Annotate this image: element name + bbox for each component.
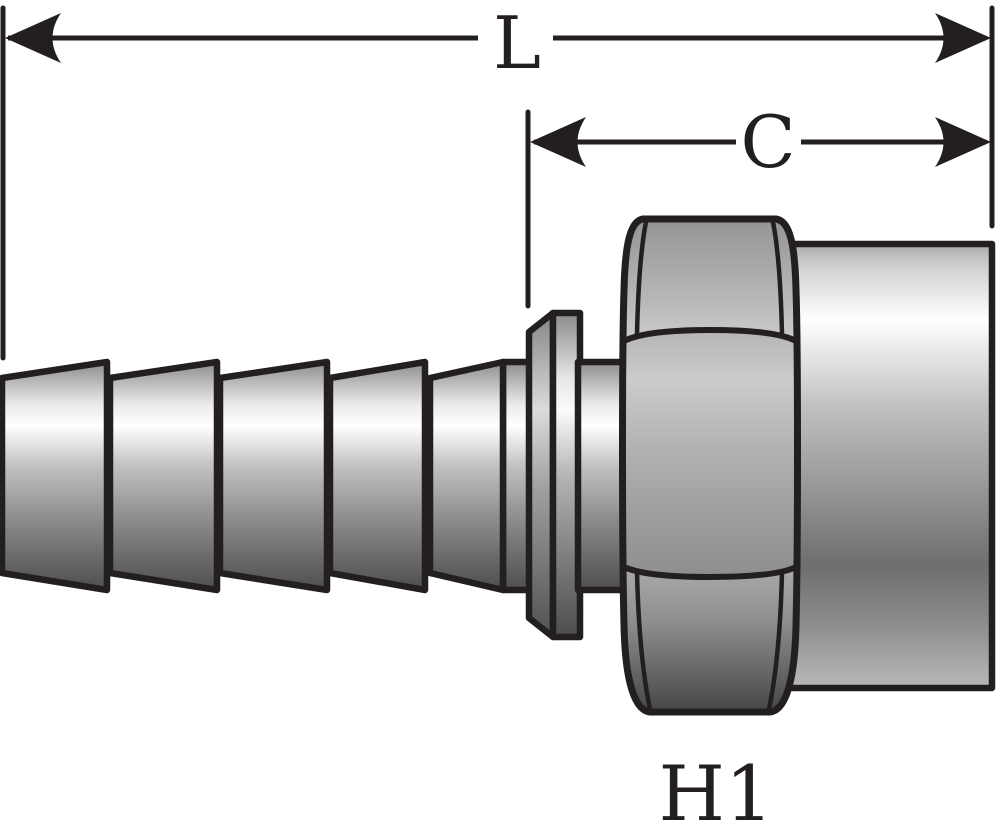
hex-corner-bottom-right (766, 569, 785, 712)
fitting-body (0, 215, 996, 716)
l-arrowhead-right (935, 13, 991, 63)
barb-5 (426, 358, 507, 594)
hex-nut-outline (619, 215, 801, 716)
c-arrowhead-left (530, 117, 586, 167)
c-arrowhead-right (935, 117, 991, 167)
l-dimension-label: L (493, 1, 541, 85)
collar-chamfer (525, 309, 557, 641)
hex-corner-top-left (634, 219, 649, 337)
h1-hex-size-label: H1 (659, 749, 774, 835)
hex-nut-top-facet (623, 219, 797, 342)
barb-2 (106, 358, 221, 594)
barb-4 (326, 358, 429, 594)
barb-3 (216, 358, 331, 594)
c-dimension-label: C (740, 100, 795, 184)
dimension-c: C (525, 5, 995, 309)
hex-corner-bottom-left (634, 569, 653, 712)
hex-nut-bottom-facet (623, 566, 797, 712)
hex-facet-line-upper (621, 326, 799, 344)
hex-corner-top-right (770, 219, 785, 337)
barb-1 (0, 358, 111, 594)
l-arrowhead-left (5, 13, 61, 63)
dimension-l: L (0, 1, 991, 361)
hex-nut (619, 215, 801, 716)
